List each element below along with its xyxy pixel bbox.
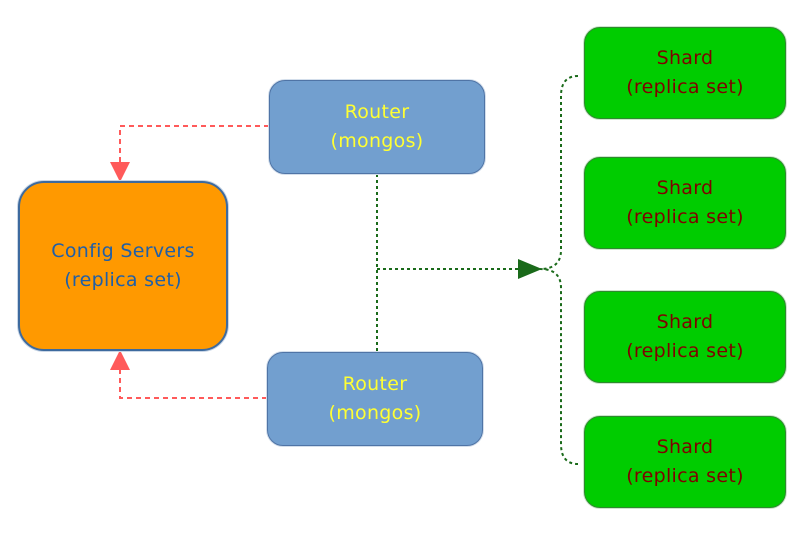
- shard-title: Shard: [656, 311, 714, 333]
- router-bottom-to-config-arrow: [110, 350, 267, 399]
- router-title: Router: [344, 101, 410, 123]
- shard-subtitle: (replica set): [626, 206, 744, 228]
- config-servers-node: Config Servers (replica set): [18, 181, 228, 351]
- shard-node-4: Shard (replica set): [584, 416, 786, 508]
- shard-node-3: Shard (replica set): [584, 291, 786, 383]
- shard-title: Shard: [656, 47, 714, 69]
- shard-node-2: Shard (replica set): [584, 157, 786, 249]
- router-subtitle: (mongos): [328, 402, 422, 424]
- router-subtitle: (mongos): [330, 130, 424, 152]
- shard-node-1: Shard (replica set): [584, 27, 786, 119]
- router-top-to-config-arrow: [110, 125, 269, 182]
- config-servers-title: Config Servers: [51, 240, 195, 262]
- config-servers-subtitle: (replica set): [64, 269, 182, 291]
- router-title: Router: [342, 373, 408, 395]
- router-node-bottom: Router (mongos): [267, 352, 483, 446]
- shard-title: Shard: [656, 177, 714, 199]
- router-node-top: Router (mongos): [269, 80, 485, 174]
- shard-subtitle: (replica set): [626, 465, 744, 487]
- shard-subtitle: (replica set): [626, 340, 744, 362]
- shard-subtitle: (replica set): [626, 76, 744, 98]
- shard-title: Shard: [656, 436, 714, 458]
- shards-brace: [539, 75, 579, 465]
